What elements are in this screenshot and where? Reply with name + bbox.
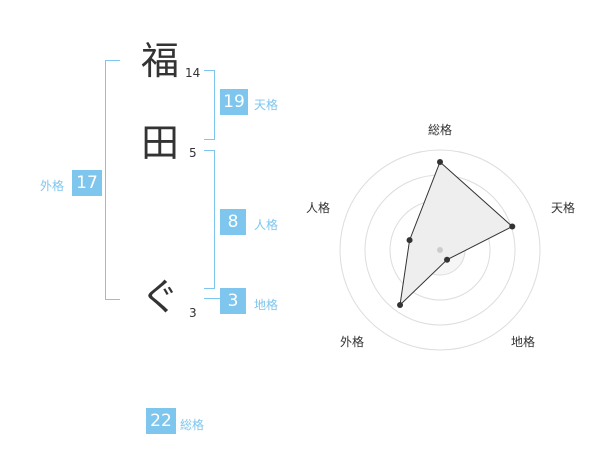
radar-area: [399, 161, 514, 307]
radar-ring: [339, 149, 541, 351]
jinkaku-value-box: 8: [220, 209, 246, 235]
chikaku-label: 地格: [254, 298, 279, 312]
radar-point-2: [444, 256, 451, 263]
jinkaku-bracket: [204, 150, 215, 289]
chikaku-connector: [204, 298, 222, 299]
radar-axis-label-2: 地格: [511, 334, 535, 349]
soukaku-label: 総格: [180, 418, 205, 432]
radar-center-dot: [437, 247, 443, 253]
radar-axis-label-3: 外格: [340, 334, 364, 349]
name-char-3: ぐ: [140, 275, 179, 319]
radar-axis-label-1: 天格: [551, 200, 575, 215]
name-char-2: 田: [140, 121, 179, 165]
gaikaku-label: 外格: [40, 179, 65, 193]
jinkaku-label: 人格: [254, 218, 279, 232]
soukaku-value-box: 22: [146, 408, 176, 434]
radar-point-4: [406, 237, 413, 244]
tenkaku-bracket: [204, 70, 215, 140]
gaikaku-bracket: [105, 60, 120, 300]
gaikaku-value-box: 17: [72, 170, 102, 196]
radar-point-3: [397, 302, 404, 309]
tenkaku-value-box: 19: [220, 89, 248, 115]
radar-axis-label-4: 人格: [306, 200, 330, 215]
stroke-count-2: 5: [189, 146, 197, 160]
tenkaku-label: 天格: [254, 98, 279, 112]
stroke-count-1: 14: [185, 66, 201, 80]
stroke-count-3: 3: [189, 306, 197, 320]
radar-axis-label-0: 総格: [428, 122, 452, 137]
name-char-1: 福: [140, 39, 179, 83]
radar-point-1: [509, 223, 516, 230]
radar-point-0: [437, 159, 443, 165]
chikaku-value-box: 3: [220, 288, 246, 314]
